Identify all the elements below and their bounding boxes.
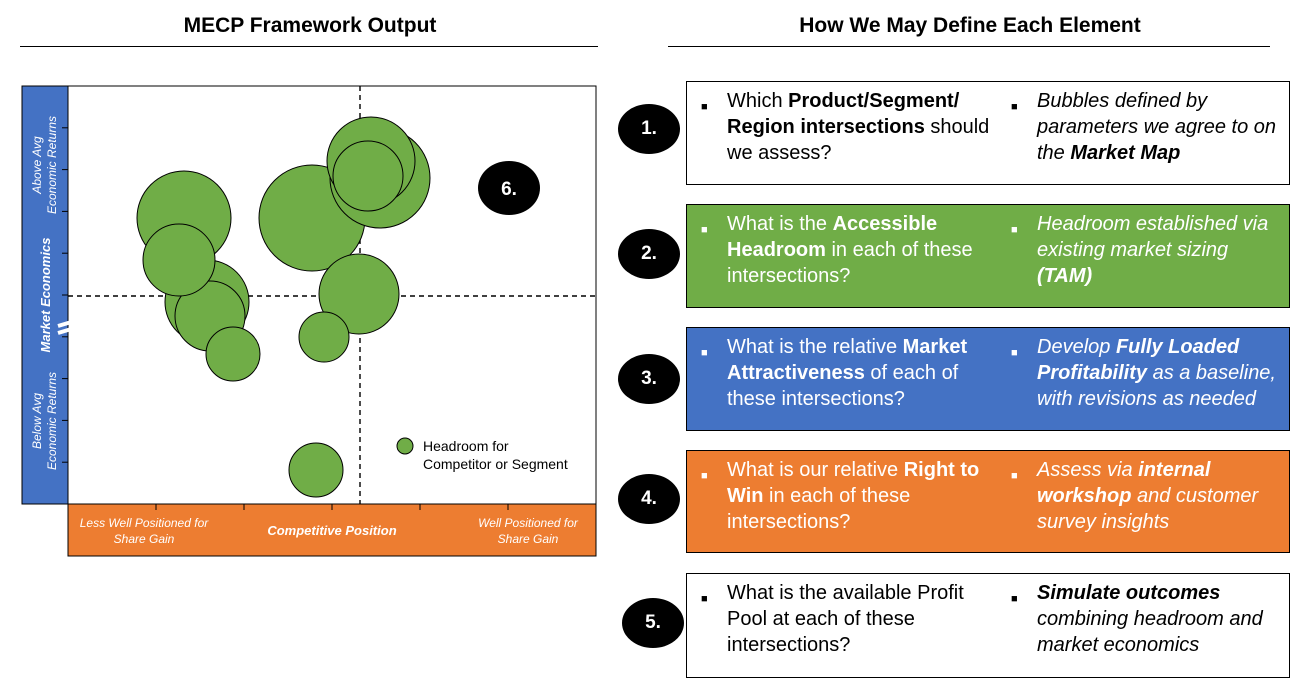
marker-6-label: 6. — [501, 179, 517, 200]
bullet-icon: ■ — [1011, 470, 1018, 482]
question-segment: Accessible Headroom — [727, 213, 938, 261]
bubble-5 — [205, 326, 261, 382]
row-5-question: ■ What is the available Profit Pool at ea… — [701, 580, 991, 658]
question-segment: of each of these intersections? — [727, 362, 959, 410]
row-2-question: ■ What is the Accessible Headroom in each… — [701, 211, 991, 289]
answer-segment: and customer survey insights — [1037, 485, 1259, 533]
row-4-answer: ■ Assess via internal workshop and custom… — [1011, 457, 1279, 535]
answer-segment: internal workshop — [1037, 459, 1211, 507]
definition-row-2: ■ What is the Accessible Headroom in each… — [686, 204, 1290, 308]
bullet-icon: ■ — [701, 224, 708, 236]
row-5-answer: ■ Simulate outcomes combining headroom an… — [1011, 580, 1279, 658]
bullet-icon: ■ — [1011, 101, 1018, 113]
bullet-icon: ■ — [701, 347, 708, 359]
question-segment: should we assess? — [727, 116, 990, 164]
y-top-label: Above AvgEconomic Returns — [30, 116, 59, 214]
question-segment: What is the available Profit Pool at eac… — [727, 582, 964, 656]
question-segment: in each of these intersections? — [727, 239, 973, 287]
legend-swatch — [396, 437, 414, 455]
bullet-icon: ■ — [1011, 224, 1018, 236]
y-axis-band — [21, 85, 69, 505]
right-title-rule — [668, 46, 1270, 47]
bullet-icon: ■ — [701, 593, 708, 605]
answer-segment: Assess via — [1037, 459, 1139, 481]
definition-row-5: ■ What is the available Profit Pool at ea… — [686, 573, 1290, 678]
x-axis-title: Competitive Position — [267, 523, 396, 538]
row-4-question: ■ What is our relative Right to Win in ea… — [701, 457, 991, 535]
step-number-4: 4. — [618, 474, 680, 524]
question-segment: Product/Segment/ Region intersections — [727, 90, 960, 138]
question-segment: Market Attractiveness — [727, 336, 968, 384]
right-title: How We May Define Each Element — [799, 14, 1141, 37]
bullet-icon: ■ — [1011, 593, 1018, 605]
bullet-icon: ■ — [1011, 347, 1018, 359]
row-1-answer: ■ Bubbles defined by parameters we agree … — [1011, 88, 1279, 166]
answer-segment: (TAM) — [1037, 265, 1093, 287]
question-segment: What is the relative — [727, 336, 903, 358]
bubble-10 — [318, 253, 400, 335]
row-1-question: ■ Which Product/Segment/ Region intersect… — [701, 88, 991, 166]
answer-segment: as a baseline, with revisions as needed — [1037, 362, 1276, 410]
answer-segment: Develop — [1037, 336, 1116, 358]
question-segment: Right to Win — [727, 459, 980, 507]
answer-segment: combining headroom and market economics — [1037, 608, 1263, 656]
bubble-12 — [288, 442, 344, 498]
answer-segment: Bubbles defined by parameters we agree t… — [1037, 90, 1277, 164]
bubble-4 — [142, 223, 216, 297]
definition-row-3: ■ What is the relative Market Attractiven… — [686, 327, 1290, 431]
y-bottom-label: Below AvgEconomic Returns — [30, 372, 59, 470]
bullet-icon: ■ — [701, 101, 708, 113]
step-number-3: 3. — [618, 354, 680, 404]
question-segment: What is our relative — [727, 459, 904, 481]
axis-break-mark — [57, 318, 79, 328]
answer-segment: Simulate outcomes — [1037, 582, 1221, 604]
left-title-rule — [20, 46, 598, 47]
y-axis-title: Market Economics — [38, 238, 53, 353]
marker-6-circle — [478, 161, 540, 215]
answer-segment: Market Map — [1070, 142, 1181, 164]
step-number-5: 5. — [622, 598, 684, 648]
row-3-answer: ■ Develop Fully Loaded Profitability as a… — [1011, 334, 1279, 412]
axis-break-mark — [57, 325, 79, 335]
left-title: MECP Framework Output — [183, 14, 437, 37]
definition-row-4: ■ What is our relative Right to Win in ea… — [686, 450, 1290, 553]
row-2-answer: ■ Headroom established via existing marke… — [1011, 211, 1279, 289]
bullet-icon: ■ — [701, 470, 708, 482]
question-segment: What is the — [727, 213, 833, 235]
bubble-9 — [332, 140, 404, 212]
answer-segment: Fully Loaded Profitability — [1037, 336, 1240, 384]
step-number-2: 2. — [618, 229, 680, 279]
definition-row-1: ■ Which Product/Segment/ Region intersect… — [686, 81, 1290, 185]
step-number-1: 1. — [618, 104, 680, 154]
question-segment: Which — [727, 90, 789, 112]
row-3-question: ■ What is the relative Market Attractiven… — [701, 334, 991, 412]
answer-segment: Headroom established via existing market… — [1037, 213, 1269, 261]
bubble-11 — [298, 311, 350, 363]
question-segment: in each of these intersections? — [727, 485, 911, 533]
